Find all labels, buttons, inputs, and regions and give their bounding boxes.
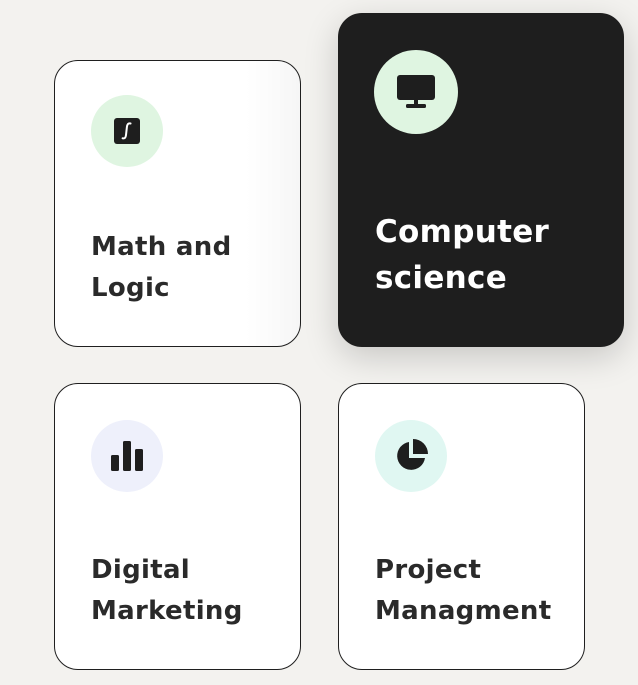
category-title-line-2: Managment <box>375 596 552 626</box>
category-title-line-1: Project <box>375 555 482 585</box>
category-icon-badge <box>375 420 447 492</box>
category-title-line-2: Logic <box>91 273 170 303</box>
category-title: Project Managment <box>375 550 575 632</box>
category-icon-badge <box>91 95 163 167</box>
category-icon-badge <box>374 50 458 134</box>
category-title: Digital Marketing <box>91 550 291 632</box>
category-card-computer-science[interactable]: Computer science <box>338 13 624 347</box>
category-icon-badge <box>91 420 163 492</box>
category-title-line-2: science <box>375 260 508 296</box>
integral-icon <box>114 118 140 144</box>
category-card-math-and-logic[interactable]: Math and Logic <box>54 60 301 347</box>
category-card-digital-marketing[interactable]: Digital Marketing <box>54 383 301 670</box>
category-title-line-1: Computer <box>375 214 550 250</box>
category-title-line-1: Digital <box>91 555 191 585</box>
category-title: Computer science <box>375 209 605 301</box>
pie-chart-icon <box>394 439 428 473</box>
bar-chart-icon <box>111 441 143 471</box>
category-title-line-2: Marketing <box>91 596 243 626</box>
category-card-project-managment[interactable]: Project Managment <box>338 383 585 670</box>
category-title-line-1: Math and <box>91 232 232 262</box>
monitor-icon <box>397 75 435 109</box>
category-title: Math and Logic <box>91 227 291 309</box>
